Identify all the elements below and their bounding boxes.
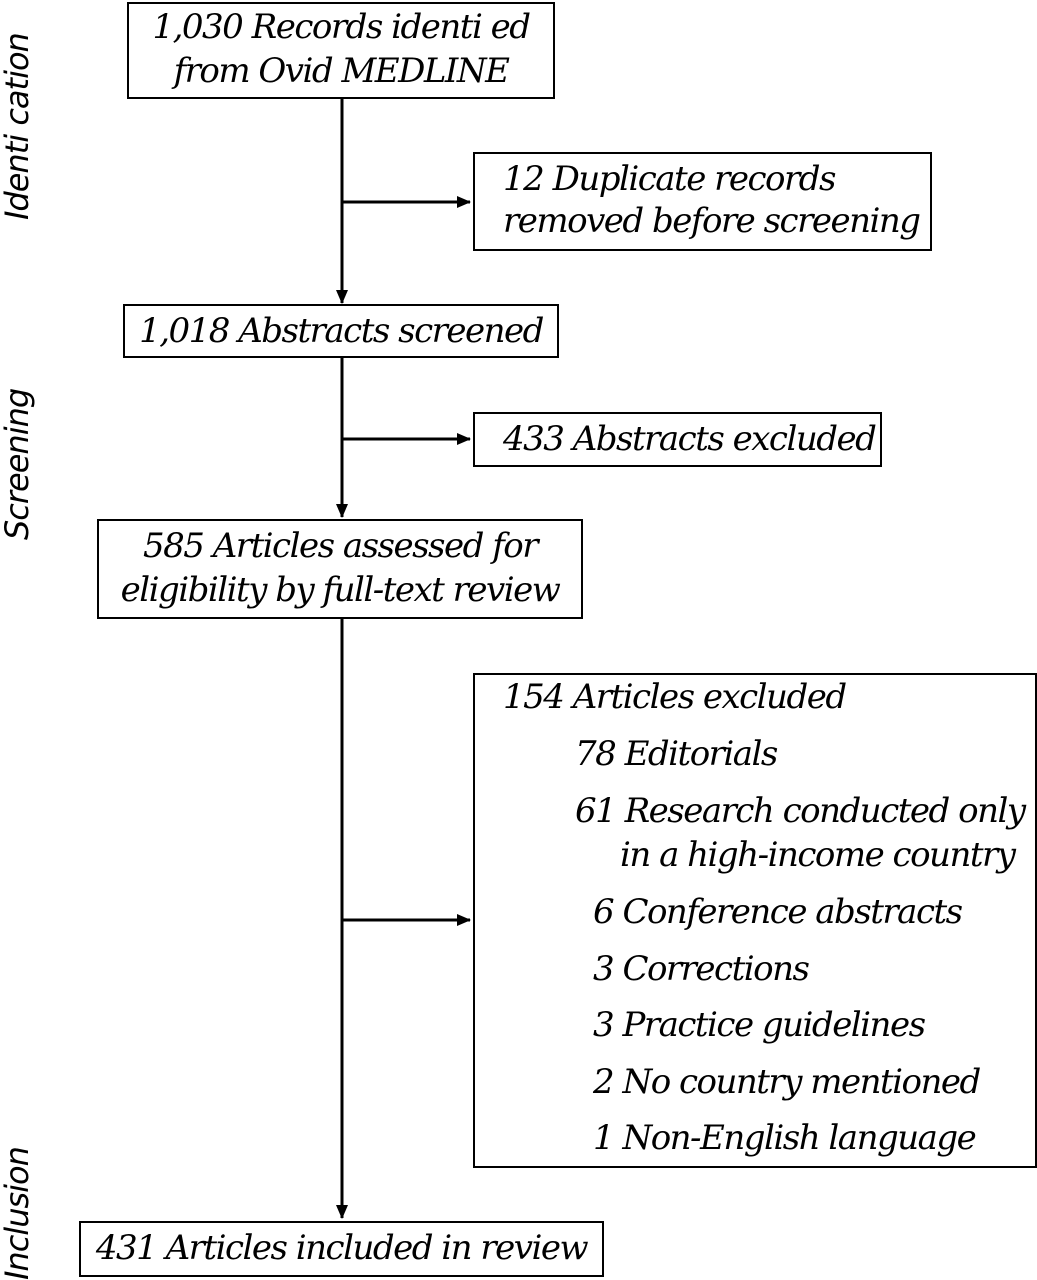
included-in-review-text: 431 Articles included in review [95, 1228, 589, 1268]
exclusion-reason-continued: in a high-income country [620, 835, 1016, 875]
abstracts-screened-text: 1,018 Abstracts screened [139, 311, 544, 351]
exclusion-reason: 3 Practice guidelines [593, 1005, 926, 1045]
assessed-eligibility-line-1: 585 Articles assessed for [142, 526, 539, 566]
stage-label-screening: Screening [0, 388, 36, 540]
box-duplicates-removed: 12 Duplicate records removed before scre… [473, 152, 932, 251]
exclusion-reason: 3 Corrections [593, 949, 810, 989]
articles-excluded-title: 154 Articles excluded [503, 677, 847, 717]
stage-label-inclusion: Inclusion [0, 1147, 36, 1280]
exclusion-reason: 61 Research conducted only [575, 791, 1026, 831]
stage-label-identification: Identi cation [0, 33, 36, 220]
box-records-identified: 1,030 Records identi ed from Ovid MEDLIN… [127, 2, 555, 99]
abstracts-excluded-text: 433 Abstracts excluded [503, 419, 877, 459]
records-identified-line-2: from Ovid MEDLINE [173, 51, 510, 91]
box-abstracts-excluded: 433 Abstracts excluded [473, 412, 882, 467]
duplicates-removed-line-1: 12 Duplicate records [503, 159, 837, 199]
duplicates-removed-line-2: removed before screening [503, 201, 921, 241]
exclusion-reason: 2 No country mentioned [593, 1062, 981, 1102]
box-articles-excluded: 154 Articles excluded 78 Editorials 61 R… [473, 673, 1037, 1168]
box-abstracts-screened: 1,018 Abstracts screened [123, 304, 559, 358]
assessed-eligibility-line-2: eligibility by full-text review [120, 570, 561, 610]
records-identified-line-1: 1,030 Records identi ed [152, 7, 531, 47]
exclusion-reason: 78 Editorials [575, 734, 778, 774]
exclusion-reason: 1 Non-English language [593, 1118, 977, 1158]
exclusion-reason: 6 Conference abstracts [593, 892, 963, 932]
box-assessed-eligibility: 585 Articles assessed for eligibility by… [97, 519, 583, 619]
box-included-in-review: 431 Articles included in review [79, 1221, 604, 1277]
